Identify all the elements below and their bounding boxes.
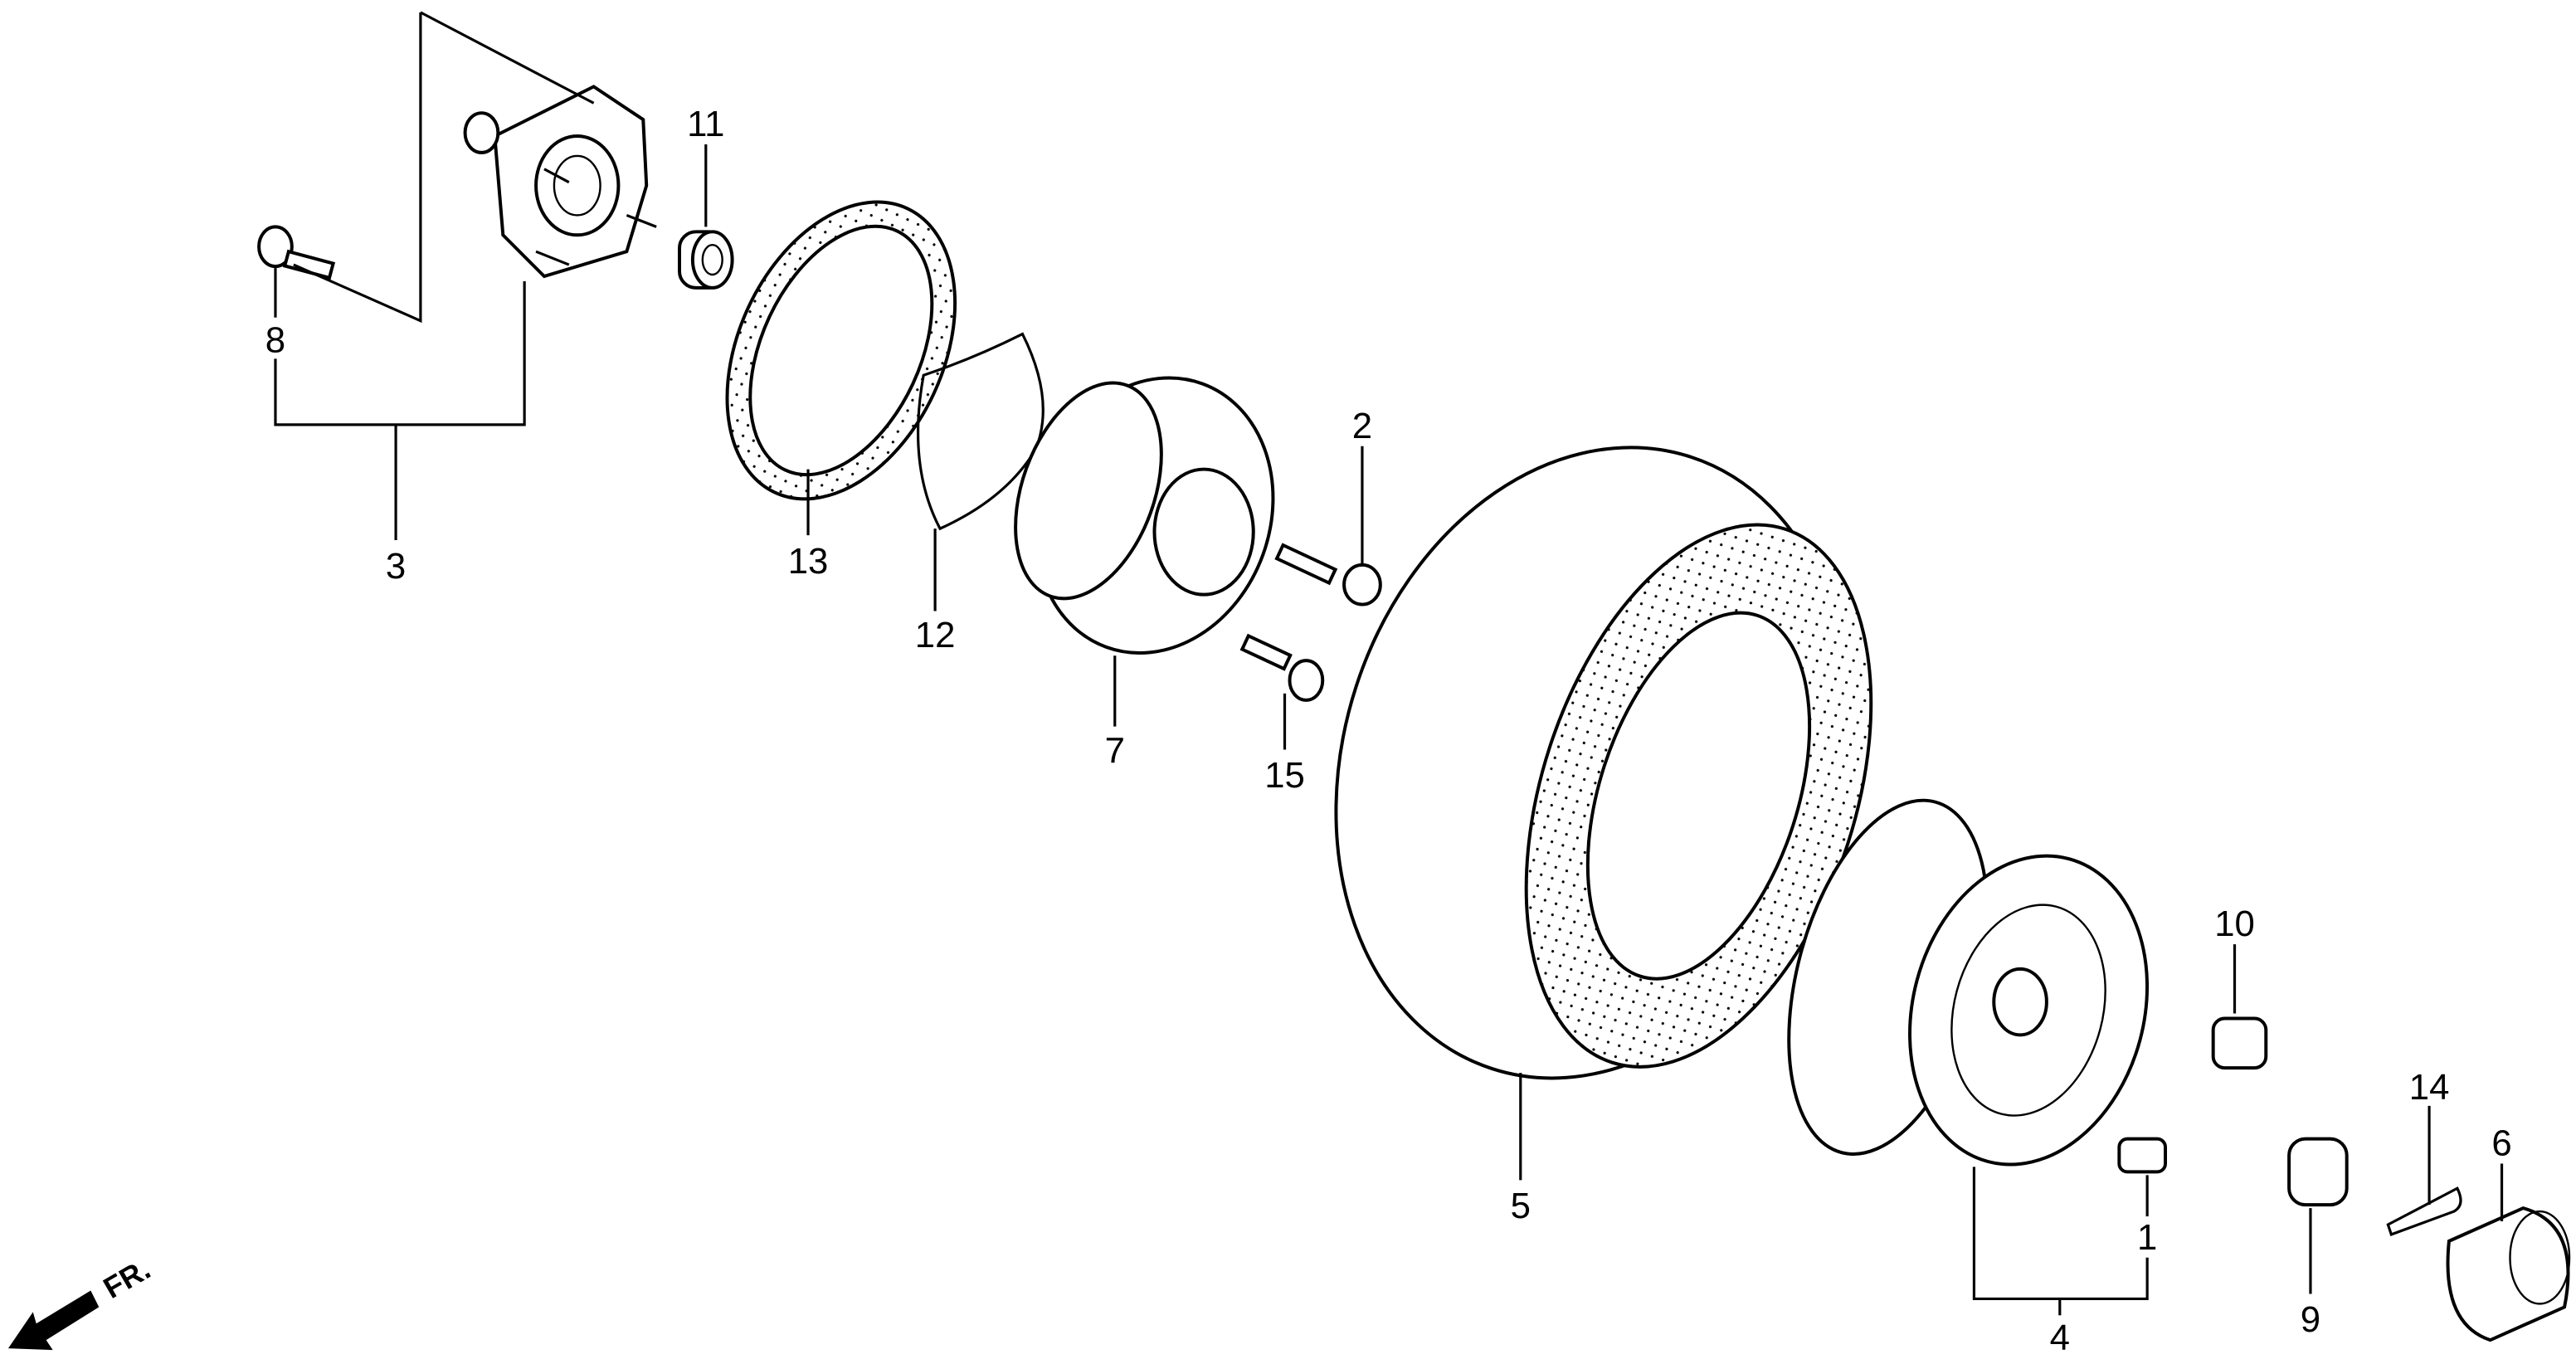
hub-assembly (463, 85, 657, 279)
seal-13 (725, 200, 957, 501)
callout-14: 14 (2409, 1067, 2450, 1108)
bolt-15 (1239, 633, 1325, 702)
castle-nut-9 (2287, 1137, 2349, 1207)
leader-lines (274, 11, 2504, 1316)
brake-drum-7 (1014, 376, 1275, 655)
callout-4: 4 (2050, 1318, 2070, 1358)
callout-13: 13 (788, 541, 829, 582)
callout-1: 1 (2137, 1217, 2157, 1258)
callout-7: 7 (1105, 730, 1125, 771)
callout-9: 9 (2301, 1299, 2320, 1340)
bearing-11 (678, 230, 734, 290)
rim-4 (1787, 798, 2150, 1167)
nut-10 (2211, 1016, 2268, 1070)
bolt-8 (257, 225, 336, 280)
callout-15: 15 (1264, 755, 1305, 796)
callout-12: 12 (915, 615, 956, 655)
valve-1 (2117, 1137, 2168, 1174)
callout-6: 6 (2491, 1123, 2511, 1164)
front-direction-arrow: FR. (7, 1252, 156, 1351)
callout-8: 8 (265, 319, 285, 360)
callout-3: 3 (386, 546, 406, 587)
callout-11: 11 (687, 104, 724, 144)
cotter-pin-14 (2386, 1186, 2462, 1236)
callout-5: 5 (1511, 1186, 1531, 1226)
bolt-2 (1274, 543, 1382, 606)
callout-10: 10 (2214, 904, 2255, 944)
front-direction-label: FR. (98, 1252, 156, 1304)
callout-2: 2 (1352, 406, 1372, 446)
tire-5 (1334, 446, 1873, 1080)
cap-6 (2446, 1206, 2571, 1342)
